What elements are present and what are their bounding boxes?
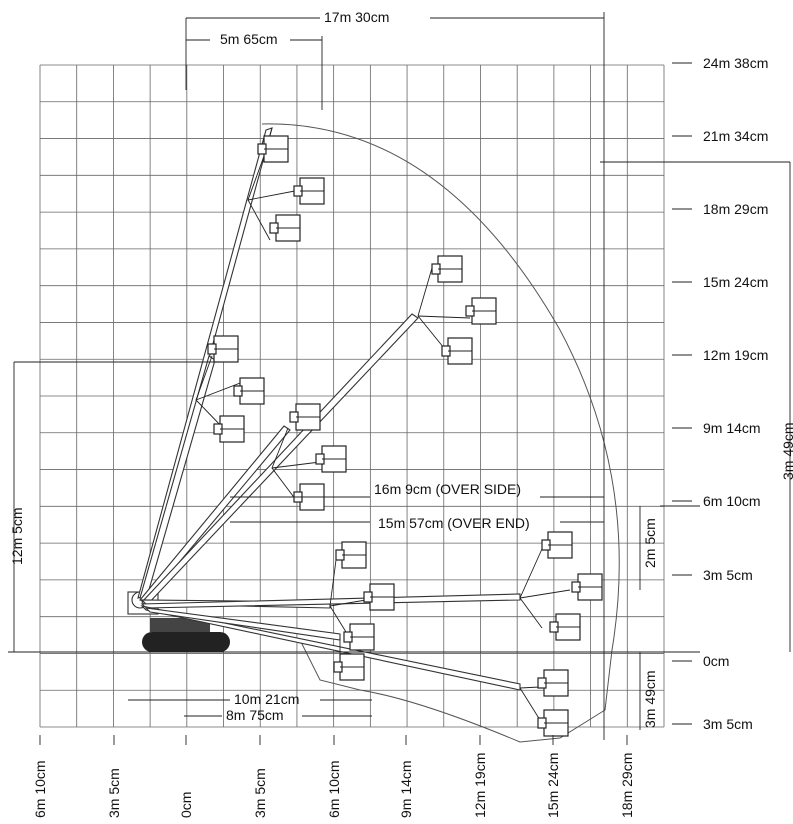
bottom-distance-label: 3m 5cm [252,768,268,818]
bottom-distance-label: 15m 24cm [545,753,561,818]
left-height-label: 12m 5cm [9,507,25,565]
reach-over-end-label: 15m 57cm (OVER END) [378,515,530,531]
dimension-lines [8,12,791,740]
dim-label-offset: 5m 65cm [220,31,278,47]
right-height-label: 0cm [703,653,729,669]
bottom-distance-label: 3m 5cm [106,768,122,818]
platform-basket [335,541,367,569]
bottom-distance-label: 12m 19cm [472,753,488,818]
dim-label-8m75: 8m 75cm [226,707,284,723]
reach-over-side-label: 16m 9cm (OVER SIDE) [374,481,521,497]
grid [39,64,665,728]
platform-basket [541,531,573,559]
platform-basket [333,653,365,681]
right-height-label: 24m 38cm [703,55,768,71]
platform-basket [549,613,581,641]
right-bottom-height-label: 3m 49cm [642,670,658,728]
platform-basket [431,255,463,283]
right-height-label: 3m 5cm [703,716,753,732]
platform-basket [537,709,569,737]
platform-basket [233,377,265,405]
right-height-label: 18m 29cm [703,201,768,217]
platform-basket [343,623,375,651]
right-height-label: 9m 14cm [703,420,761,436]
platform-basket [571,573,603,601]
bottom-distance-label: 6m 10cm [32,760,48,818]
platform-basket [363,583,395,611]
right-height-label: 3m 49cm [780,422,793,480]
bottom-distance-label: 9m 14cm [398,760,414,818]
platform-basket [465,297,497,325]
baskets [207,135,603,737]
bottom-distance-label: 6m 10cm [326,760,342,818]
platform-basket [213,415,245,443]
working-envelope [261,123,620,743]
right-small-height-label: 2m 5cm [642,518,658,568]
bottom-distance-label: 0cm [178,792,194,818]
bottom-distance-labels: 6m 10cm 3m 5cm 0cm 3m 5cm 6m 10cm 9m 14cm 12m … [32,735,635,818]
right-height-label: 15m 24cm [703,274,768,290]
right-height-label: 21m 34cm [703,128,768,144]
boom-arms [137,127,521,691]
platform-basket [293,177,325,205]
platform-basket [537,669,569,697]
dim-label-total-width: 17m 30cm [324,9,389,25]
right-height-label: 3m 5cm [703,567,753,583]
bottom-distance-label: 18m 29cm [619,753,635,818]
platform-basket [257,135,289,163]
platform-basket [269,214,301,242]
right-height-label: 12m 19cm [703,347,768,363]
platform-basket [289,403,321,431]
right-height-labels: 24m 38cm 21m 34cm 18m 29cm 15m 24cm 12m 19cm… [672,55,768,732]
platform-basket [441,337,473,365]
dim-label-10m21: 10m 21cm [234,691,299,707]
right-height-label: 6m 10cm [703,493,761,509]
platform-basket [207,335,239,363]
platform-basket [315,445,347,473]
